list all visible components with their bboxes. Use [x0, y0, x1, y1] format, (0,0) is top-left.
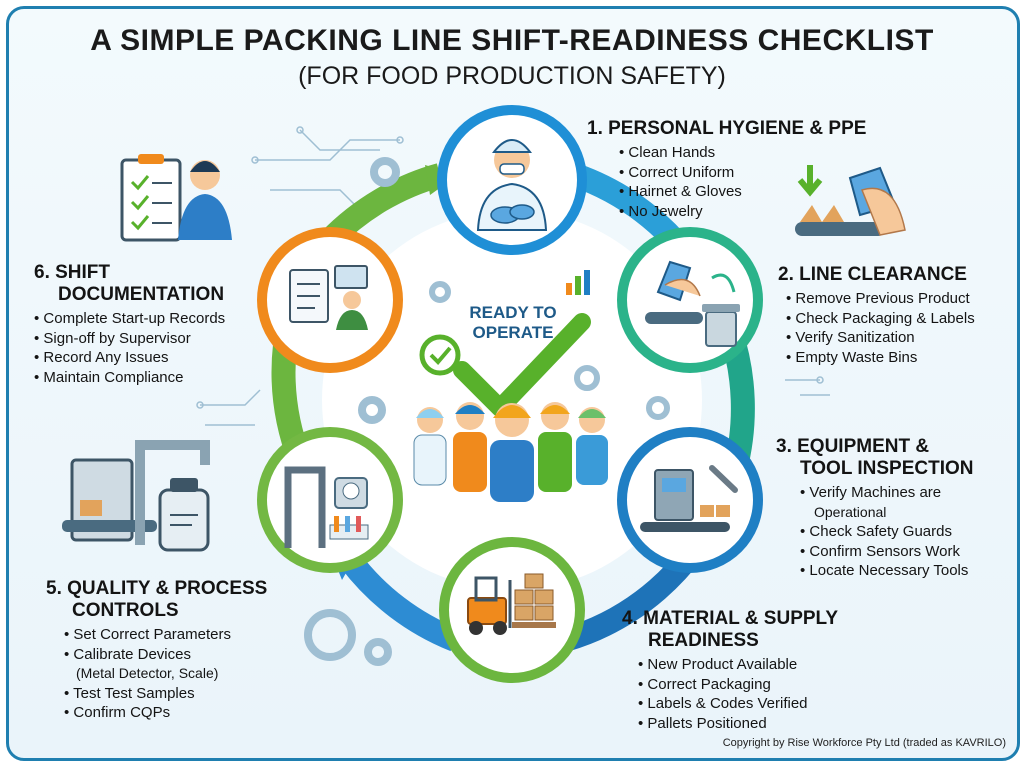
checklist-item: Record Any Issues	[34, 348, 225, 368]
section-title: 4. MATERIAL & SUPPLY	[622, 608, 839, 629]
documentation-circle	[257, 227, 403, 373]
checklist-item: Correct Uniform	[619, 163, 866, 183]
checklist-item: Sign-off by Supervisor	[34, 329, 225, 349]
page-subtitle: (FOR FOOD PRODUCTION SAFETY)	[298, 62, 726, 90]
section-title: 2. LINE CLEARANCE	[778, 264, 967, 285]
material-circle	[439, 537, 585, 683]
checklist-item: Verify Machines are	[800, 483, 974, 503]
checklist-item: Clean Hands	[619, 143, 866, 163]
checklist-item: Test Test Samples	[64, 684, 267, 704]
checklist-item: Set Correct Parameters	[64, 625, 267, 645]
checklist-item: Complete Start-up Records	[34, 309, 225, 329]
section-title: 3. EQUIPMENT &	[776, 436, 930, 457]
equipment-circle	[617, 427, 763, 573]
checklist-item-note: (Metal Detector, Scale)	[76, 665, 219, 681]
section-title-line2: TOOL INSPECTION	[800, 458, 974, 479]
section-line-clearance: 2. LINE CLEARANCE Remove Previous Produc…	[778, 264, 975, 367]
checklist-item: Locate Necessary Tools	[800, 561, 974, 581]
section-title-line2: DOCUMENTATION	[58, 284, 225, 305]
gear-decoration	[304, 157, 400, 666]
section-title-line2: READINESS	[648, 630, 759, 651]
section-title: 1. PERSONAL HYGIENE & PPE	[587, 118, 867, 139]
checklist-item: Pallets Positioned	[638, 714, 838, 734]
checklist-item: Verify Sanitization	[786, 328, 975, 348]
metal-detector-illustration	[62, 440, 210, 552]
section-material: 4. MATERIAL & SUPPLY READINESS New Produ…	[622, 608, 838, 733]
ready-badge-line1: READY TO	[469, 303, 557, 322]
ready-badge-line2: OPERATE	[472, 323, 554, 342]
checklist-item: New Product Available	[638, 655, 838, 675]
checklist-item: Remove Previous Product	[786, 289, 975, 309]
conveyor-illustration	[795, 165, 906, 236]
hygiene-circle	[437, 105, 587, 255]
section-quality: 5. QUALITY & PROCESS CONTROLS Set Correc…	[46, 578, 267, 723]
checklist-item: Check Packaging & Labels	[786, 309, 974, 329]
section-hygiene: 1. PERSONAL HYGIENE & PPE Clean Hands Co…	[587, 118, 866, 221]
checklist-item: Confirm Sensors Work	[800, 542, 974, 562]
clipboard-person-illustration	[120, 154, 232, 242]
copyright-text: Copyright by Rise Workforce Pty Ltd (tra…	[722, 737, 1006, 749]
section-title: 6. SHIFT	[34, 262, 111, 283]
checklist-item-continued: Operational	[814, 503, 887, 520]
section-equipment: 3. EQUIPMENT & TOOL INSPECTION Verify Ma…	[776, 436, 974, 581]
checklist-item: Check Safety Guards	[800, 522, 974, 542]
checklist-item: Empty Waste Bins	[786, 348, 975, 368]
section-title-line2: CONTROLS	[72, 600, 179, 621]
team-illustration	[413, 270, 670, 502]
page-title: A SIMPLE PACKING LINE SHIFT-READINESS CH…	[90, 24, 934, 57]
section-title: 5. QUALITY & PROCESS	[46, 578, 268, 599]
checklist-item: Correct Packaging	[638, 675, 838, 695]
circuit-decoration	[196, 126, 830, 426]
line-clearance-circle	[617, 227, 763, 373]
checklist-item: Calibrate Devices	[64, 645, 267, 665]
checklist-item: Hairnet & Gloves	[619, 182, 866, 202]
section-documentation: 6. SHIFT DOCUMENTATION Complete Start-up…	[34, 262, 225, 387]
checklist-item: No Jewelry	[619, 202, 866, 222]
checklist-item: Maintain Compliance	[34, 368, 225, 388]
checklist-item: Labels & Codes Verified	[638, 694, 838, 714]
checklist-item: Confirm CQPs	[64, 703, 267, 723]
ready-badge: READY TO OPERATE	[452, 303, 574, 343]
quality-circle	[257, 427, 403, 573]
